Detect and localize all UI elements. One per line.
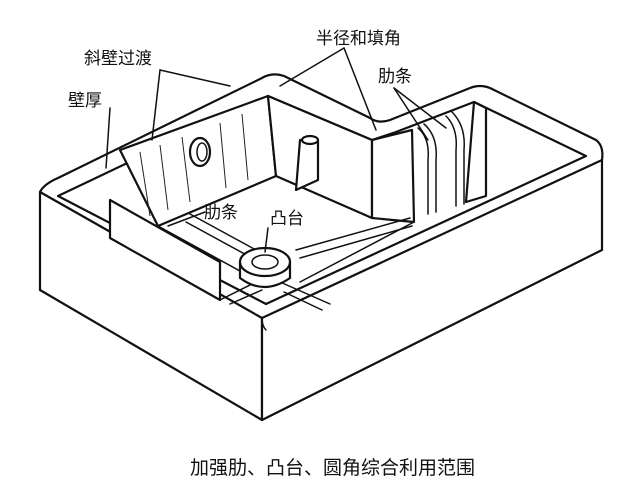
floor-rib-center-1	[189, 213, 257, 251]
front-right-face	[260, 158, 604, 422]
figure-caption: 加强肋、凸台、圆角综合利用范围	[190, 457, 475, 479]
step-rib-3	[445, 115, 458, 207]
part-body	[38, 73, 604, 422]
floor-rib-right-1	[295, 217, 411, 251]
step-rib-1	[417, 127, 430, 215]
label-rib-center: 肋条	[204, 203, 238, 223]
leader-lines	[105, 47, 447, 253]
inner-step-wall	[370, 128, 416, 224]
floor-edge-right	[299, 221, 415, 283]
wall-hole-inner	[196, 142, 208, 162]
front-corner-fillet	[261, 317, 267, 331]
right-compartment-wall	[464, 100, 488, 204]
label-wall-thickness: 壁厚	[68, 91, 102, 111]
floor-rib-front-2	[283, 291, 323, 311]
label-boss: 凸台	[270, 209, 304, 229]
step-rib-2	[423, 123, 437, 213]
floor-rib-right-2	[299, 225, 413, 259]
rim-outer-edge	[38, 73, 604, 194]
label-radius-and-fillet: 半径和填角	[316, 29, 401, 49]
label-inclined-wall-transition: 斜壁过渡	[84, 49, 152, 69]
inclined-wall-hatching	[139, 113, 249, 217]
floor-rib-front-1	[279, 281, 331, 305]
floor-rib-center-2	[185, 221, 253, 259]
back-rib	[294, 138, 320, 192]
inner-back-wall	[266, 94, 374, 220]
back-rib-top	[300, 134, 320, 146]
label-rib-right: 肋条	[378, 67, 412, 87]
floor-rib-left-2	[229, 289, 263, 305]
floor-edge-back	[275, 175, 373, 219]
boss-feature	[238, 246, 292, 289]
step-rib-4	[451, 111, 465, 205]
